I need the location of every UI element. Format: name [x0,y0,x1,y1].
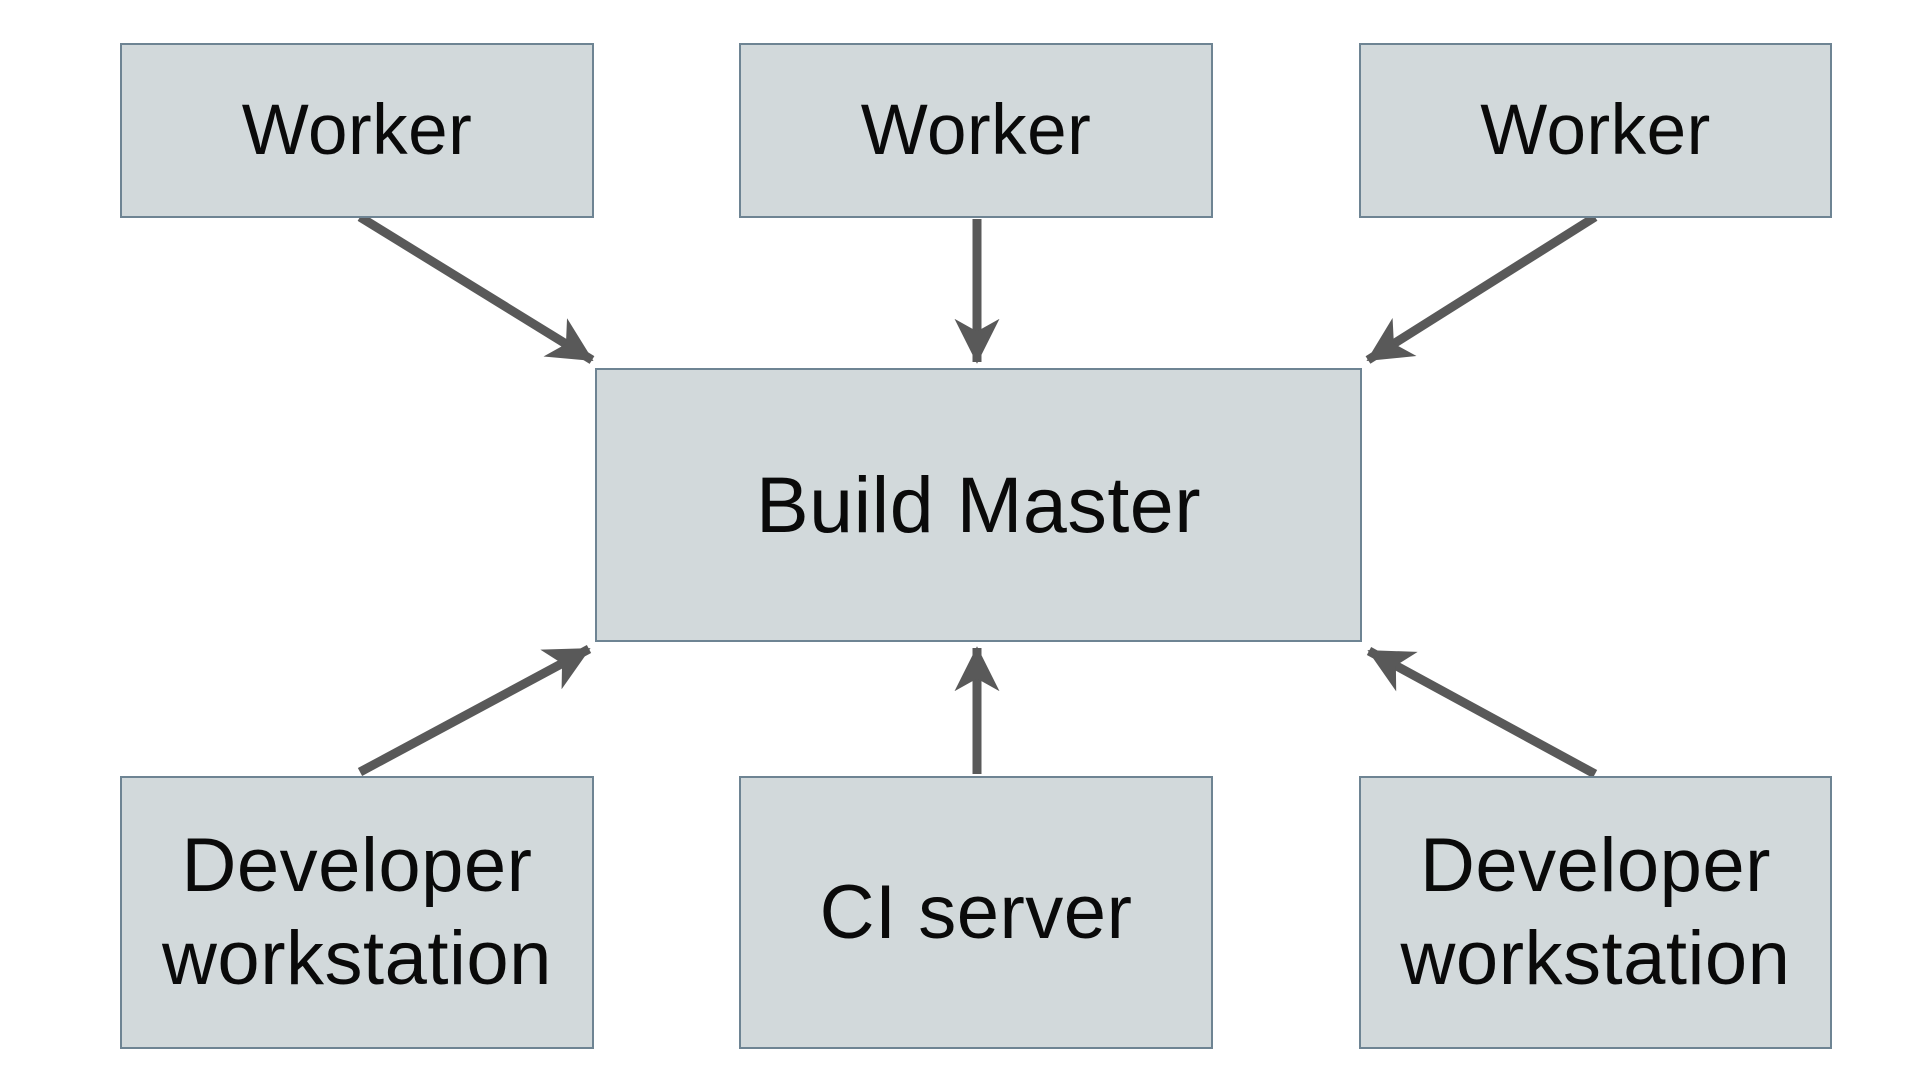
node-developer-workstation-right-label: Developer workstation [1400,822,1791,1001]
node-ci-server-label: CI server [819,870,1133,955]
node-worker-left: Worker [120,43,594,218]
node-build-master-label: Build Master [755,460,1202,549]
edge-worker-right-to-build-master [1365,213,1598,364]
node-worker-right-label: Worker [1480,91,1711,170]
node-worker-middle: Worker [739,43,1213,218]
node-worker-left-label: Worker [241,91,473,170]
node-worker-middle-label: Worker [860,91,1092,170]
node-ci-server: CI server [739,776,1213,1049]
node-developer-workstation-right: Developer workstation [1359,776,1832,1049]
node-worker-right: Worker [1359,43,1832,218]
node-developer-workstation-left-label: Developer workstation [162,822,552,1001]
edge-worker-left-to-build-master [357,213,595,364]
node-developer-workstation-left: Developer workstation [120,776,594,1049]
edge-dev-workstation-right-to-build-master [1366,647,1598,778]
node-build-master: Build Master [595,368,1362,642]
edge-dev-workstation-left-to-build-master [357,645,592,776]
